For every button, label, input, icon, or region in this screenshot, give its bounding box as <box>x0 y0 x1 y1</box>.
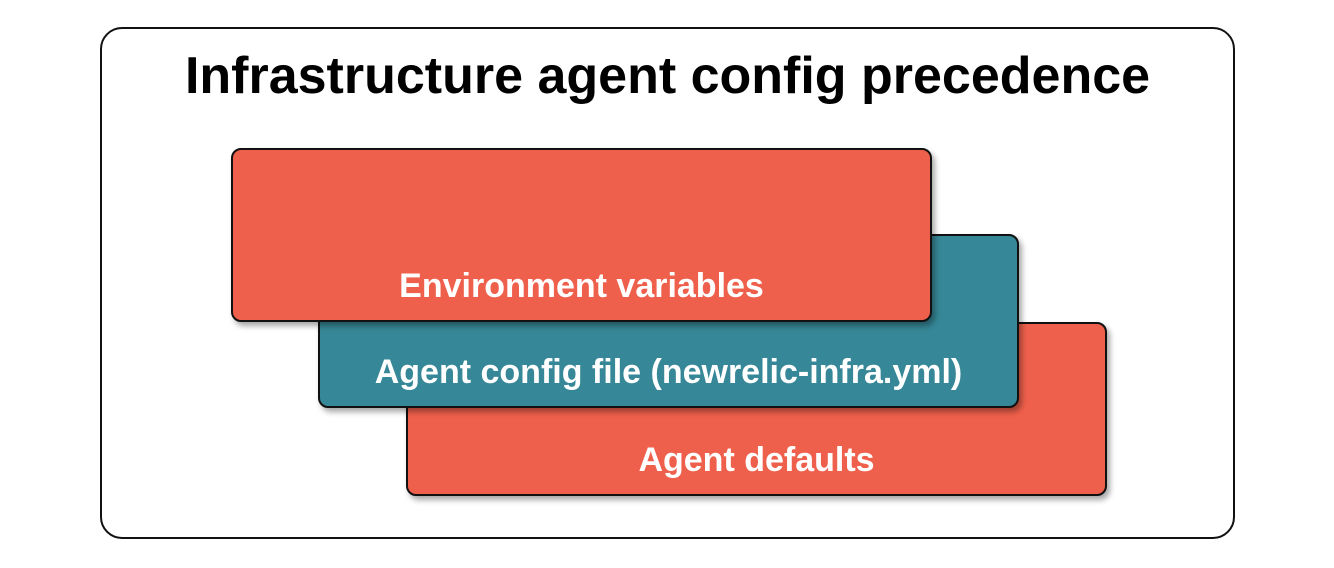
diagram-title: Infrastructure agent config precedence <box>184 47 1151 105</box>
layer-label: Agent config file (newrelic-infra.yml) <box>374 353 963 391</box>
diagram-frame <box>100 27 1235 539</box>
layer-label: Agent defaults <box>638 441 875 479</box>
layer-label: Environment variables <box>399 267 764 305</box>
layer-environment-variables: Environment variables <box>231 148 932 322</box>
